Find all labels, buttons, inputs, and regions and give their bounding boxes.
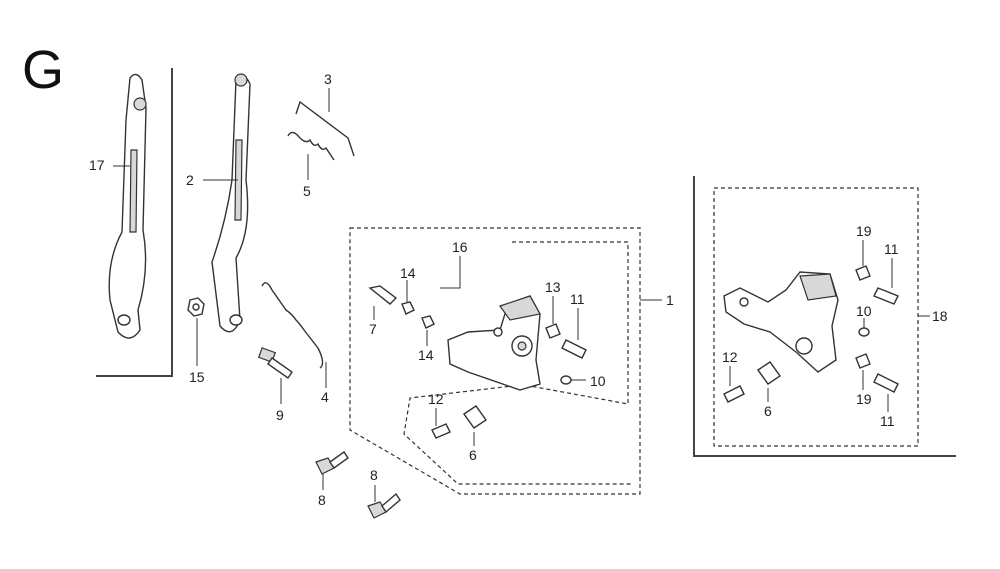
part-5-spring: [287, 131, 335, 180]
callout-11a: 11: [570, 291, 585, 307]
part-4-spring: [261, 282, 327, 388]
part-10-washer-b: [858, 318, 870, 337]
callout-10b: 10: [856, 303, 872, 319]
callout-12a: 12: [428, 391, 444, 407]
frame-part-18: [693, 176, 956, 457]
part-14-nut-b: [421, 315, 435, 346]
assembly-18-outline: [713, 187, 919, 447]
control-bracket-16: [447, 295, 541, 391]
assembly-1-outline: [349, 227, 641, 495]
section-letter: G: [22, 40, 64, 100]
part-11-bolt-b: [873, 373, 899, 412]
part-8-bolt-b: [367, 485, 401, 519]
part-12-screw-main: [431, 408, 451, 439]
callout-14b: 14: [418, 347, 434, 363]
callout-10a: 10: [590, 373, 606, 389]
callout-11c: 11: [880, 413, 895, 429]
frame-part-17: [96, 68, 173, 377]
callout-15: 15: [189, 369, 205, 385]
part-17-lever-arm: [108, 73, 147, 339]
callout-5: 5: [303, 183, 311, 199]
part-7-bolt: [368, 285, 398, 320]
callout-6a: 6: [469, 447, 477, 463]
part-11-bolt-main: [561, 308, 587, 359]
part-8-bolt-a: [315, 451, 349, 490]
part-15-nut: [187, 297, 205, 366]
callout-8b: 8: [370, 467, 378, 483]
callout-1: 1: [666, 292, 674, 308]
part-14-nut-a: [401, 280, 415, 315]
callout-19b: 19: [856, 391, 872, 407]
callout-9: 9: [276, 407, 284, 423]
callout-3: 3: [324, 71, 332, 87]
callout-11b: 11: [884, 241, 899, 257]
part-9-bolt: [257, 347, 293, 404]
part-6-collar-main: [463, 405, 487, 446]
part-3-rod: [295, 88, 355, 157]
control-bracket-18: [723, 271, 839, 373]
callout-2: 2: [186, 172, 194, 188]
part-6-collar-b: [757, 361, 781, 402]
callout-4: 4: [321, 389, 329, 405]
callout-12b: 12: [722, 349, 738, 365]
part-11-bolt-a: [873, 258, 899, 305]
callout-7: 7: [369, 321, 377, 337]
callout-18: 18: [932, 308, 948, 324]
callout-13: 13: [545, 279, 561, 295]
callout-19a: 19: [856, 223, 872, 239]
part-2-lever-arm: [203, 73, 251, 333]
part-13-nut: [545, 296, 561, 339]
part-12-screw-b: [723, 366, 745, 403]
callout-6b: 6: [764, 403, 772, 419]
callout-14a: 14: [400, 265, 416, 281]
callout-8a: 8: [318, 492, 326, 508]
callout-16: 16: [452, 239, 468, 255]
leader-16: [440, 256, 461, 289]
part-19-nut-a: [855, 240, 871, 281]
part-10-washer-main: [560, 375, 586, 385]
callout-17: 17: [89, 157, 105, 173]
part-19-nut-b: [855, 353, 871, 390]
